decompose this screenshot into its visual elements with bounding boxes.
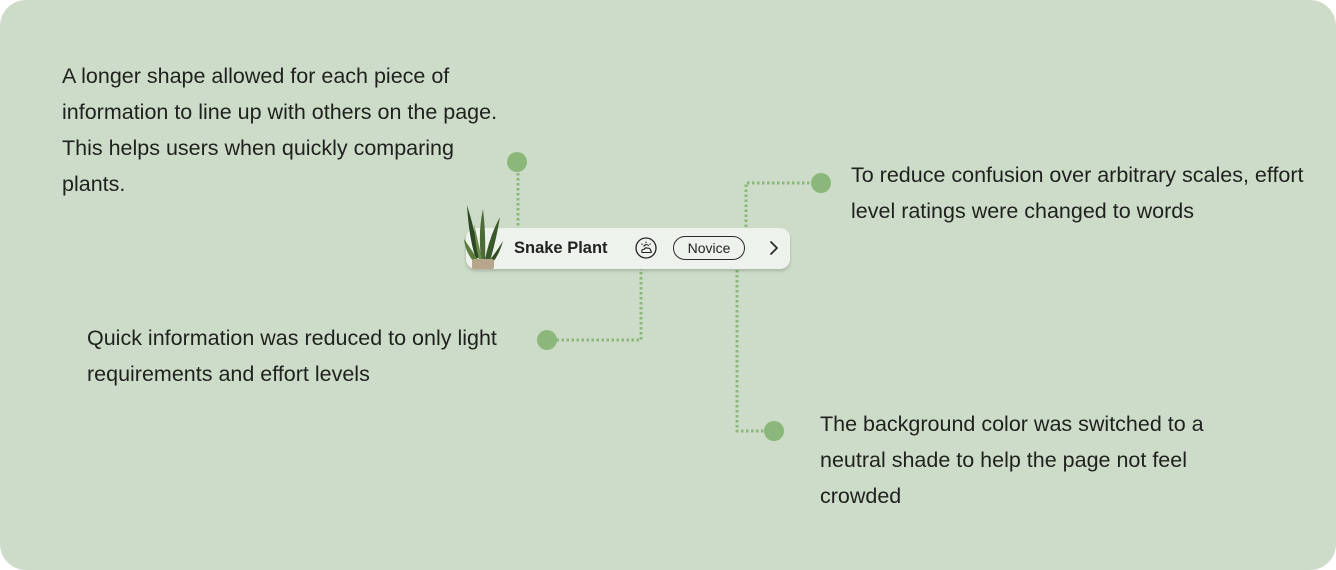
- annotation-background: The background color was switched to a n…: [820, 412, 1204, 508]
- snake-plant-icon: [464, 205, 503, 269]
- connector-dot-quick: [537, 330, 557, 350]
- connector-dot-background: [764, 421, 784, 441]
- annotation-shape: A longer shape allowed for each piece of…: [62, 64, 498, 196]
- connector-background: [735, 270, 765, 433]
- connector-dot-shape: [507, 152, 527, 172]
- plant-list-card[interactable]: Snake Plant Novice: [466, 228, 790, 269]
- annotation-quick-info: Quick information was reduced to only li…: [87, 326, 497, 386]
- plant-name: Snake Plant: [514, 239, 608, 257]
- annotation-effort: To reduce confusion over arbitrary scale…: [851, 163, 1304, 223]
- connector-dot-effort: [811, 173, 831, 193]
- connector-effort: [744, 181, 812, 232]
- connector-quick: [556, 262, 643, 342]
- effort-level-badge: Novice: [673, 236, 745, 260]
- chevron-right-icon[interactable]: [768, 240, 780, 256]
- partly-sunny-icon: [635, 237, 657, 259]
